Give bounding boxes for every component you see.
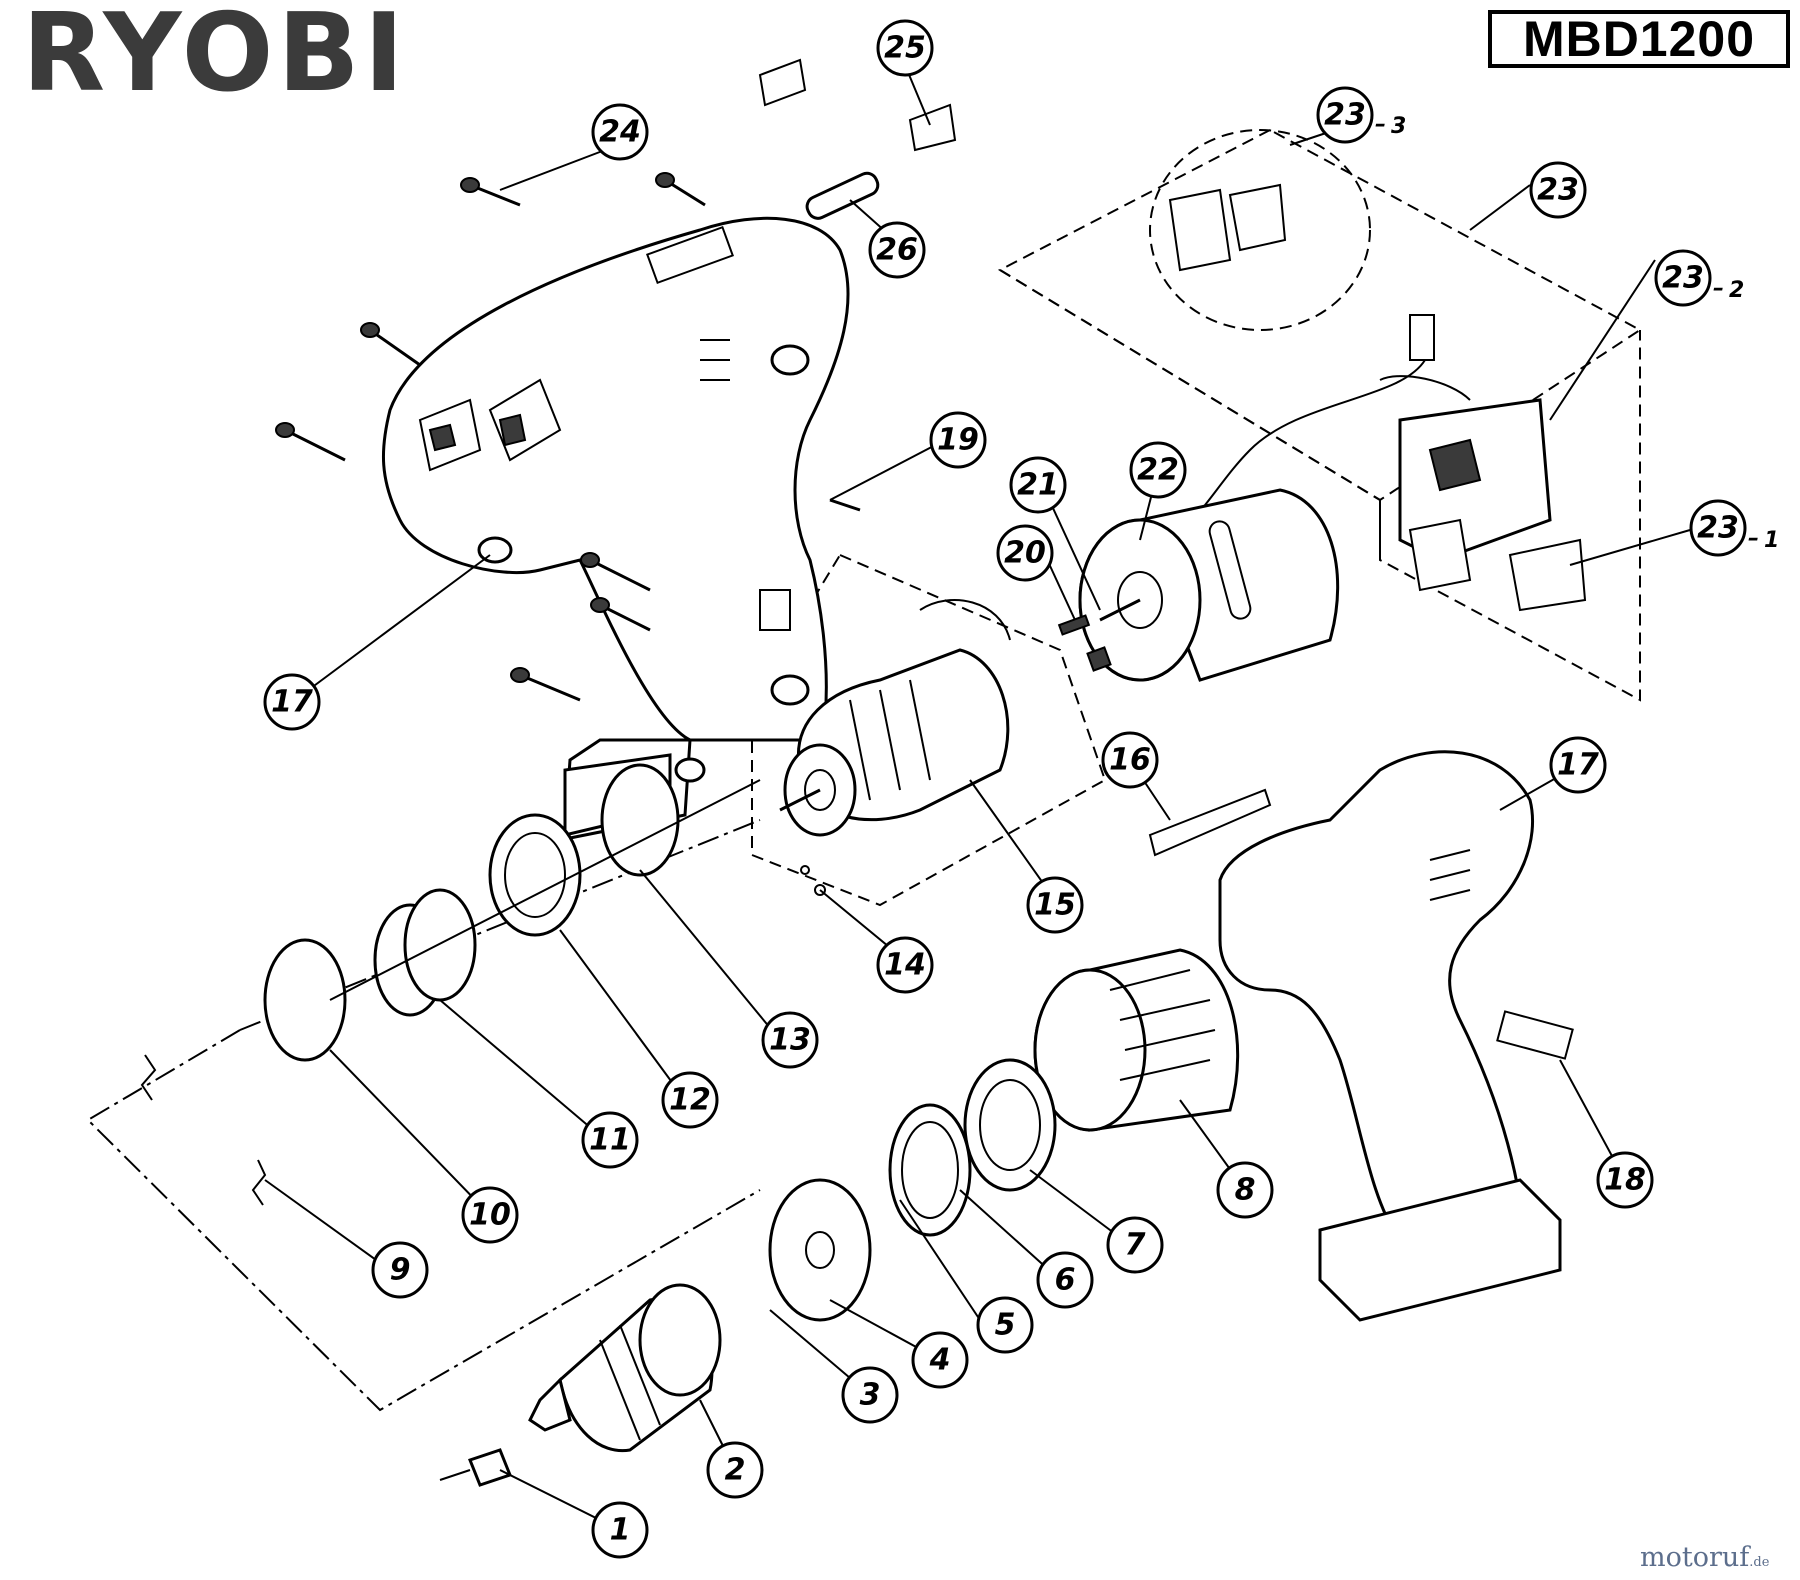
callout-10: 10 [461, 1186, 519, 1244]
watermark: motoruf.de [1640, 1542, 1769, 1573]
gear-ring-12-inner [504, 832, 566, 918]
callout-25: 25 [876, 19, 934, 77]
svg-text:20: 20 [1004, 536, 1046, 571]
callout-1: 1 [591, 1501, 649, 1559]
callouts: 1 2 3 4 5 6 7 8 9 10 11 12 13 14 15 16 1… [263, 19, 1779, 1559]
callout-22: 22 [1129, 441, 1187, 499]
callout-23-2: 23–2 [1654, 249, 1744, 307]
svg-text:19: 19 [937, 423, 979, 458]
callout-24: 24 [591, 103, 649, 161]
shift-plate [1148, 788, 1272, 857]
svg-text:26: 26 [876, 233, 918, 268]
callout-17-right: 17 [1549, 736, 1607, 794]
watermark-tld: .de [1749, 1555, 1770, 1570]
svg-text:25: 25 [884, 31, 926, 66]
axis-line [329, 779, 761, 1001]
callout-23-1: 23–1 [1689, 499, 1779, 557]
svg-text:9: 9 [390, 1253, 411, 1288]
callout-11: 11 [581, 1111, 639, 1169]
svg-text:8: 8 [1235, 1173, 1256, 1208]
svg-text:23: 23 [1662, 261, 1704, 296]
svg-text:5: 5 [995, 1308, 1016, 1343]
svg-text:18: 18 [1604, 1163, 1646, 1198]
spring-clip-top [140, 1054, 157, 1101]
callout-23-3: 23–3 [1316, 86, 1406, 144]
callout-9: 9 [371, 1241, 429, 1299]
watermark-name: motoruf [1640, 1542, 1750, 1573]
svg-text:1: 1 [610, 1513, 631, 1548]
motor-screw [1057, 614, 1091, 636]
svg-text:23: 23 [1324, 98, 1366, 133]
model-number: MBD1200 [1488, 10, 1790, 68]
svg-text:1: 1 [1764, 528, 1779, 553]
svg-text:23: 23 [1697, 511, 1739, 546]
spring-clip-bottom [251, 1159, 267, 1206]
clutch-ring-inner [901, 1121, 959, 1219]
callout-23: 23 [1529, 161, 1587, 219]
svg-text:3: 3 [860, 1378, 881, 1413]
right-housing-half [1218, 750, 1574, 1322]
spring-11b [403, 888, 477, 1002]
housing-screws [275, 172, 706, 702]
svg-text:17: 17 [271, 685, 313, 720]
callout-20: 20 [996, 524, 1054, 582]
svg-text:21: 21 [1017, 468, 1059, 503]
keyless-chuck [528, 1283, 722, 1453]
callout-18: 18 [1596, 1151, 1654, 1209]
callout-7: 7 [1106, 1216, 1164, 1274]
callout-2: 2 [706, 1441, 764, 1499]
pinion-gear [1086, 646, 1112, 672]
callout-4: 4 [911, 1331, 969, 1389]
callout-21: 21 [1009, 456, 1067, 514]
svg-text:4: 4 [929, 1343, 951, 1378]
callout-16: 16 [1101, 731, 1159, 789]
svg-text:14: 14 [884, 948, 926, 983]
svg-text:11: 11 [589, 1123, 631, 1158]
brand-logo: RYOBI [22, 0, 408, 116]
callout-6: 6 [1036, 1251, 1094, 1309]
left-housing-half [382, 216, 850, 843]
svg-text:2: 2 [725, 1453, 746, 1488]
clutch-sleeve [1033, 948, 1240, 1132]
callout-13: 13 [761, 1011, 819, 1069]
clutch-plate-hole [805, 1231, 835, 1269]
svg-text:24: 24 [599, 115, 641, 150]
svg-text:12: 12 [669, 1083, 711, 1118]
callout-17-left: 17 [263, 673, 321, 731]
svg-text:16: 16 [1109, 743, 1151, 778]
svg-text:–: – [1713, 276, 1724, 301]
svg-text:13: 13 [769, 1023, 811, 1058]
callout-19: 19 [929, 411, 987, 469]
callout-26: 26 [868, 221, 926, 279]
washer-inner [979, 1079, 1041, 1171]
terminal-clips [758, 58, 957, 220]
o-ring-13 [600, 763, 680, 877]
svg-text:3: 3 [1391, 114, 1406, 139]
svg-text:17: 17 [1557, 748, 1599, 783]
callout-3: 3 [841, 1366, 899, 1424]
svg-text:–: – [1748, 526, 1759, 551]
switch-assembly [1168, 183, 1587, 612]
svg-text:6: 6 [1055, 1263, 1076, 1298]
svg-text:15: 15 [1034, 888, 1076, 923]
chuck-axis [439, 1469, 471, 1481]
callout-15: 15 [1026, 876, 1084, 934]
gearbox [779, 599, 1011, 896]
callout-5: 5 [976, 1296, 1034, 1354]
callout-14: 14 [876, 936, 934, 994]
svg-text:7: 7 [1125, 1228, 1146, 1263]
callout-12: 12 [661, 1071, 719, 1129]
chuck-screw [468, 1448, 512, 1487]
pin [829, 498, 861, 512]
svg-text:22: 22 [1137, 453, 1179, 488]
callout-8: 8 [1216, 1161, 1274, 1219]
svg-text:23: 23 [1537, 173, 1579, 208]
ring-10 [263, 938, 347, 1062]
svg-text:10: 10 [469, 1198, 511, 1233]
svg-text:2: 2 [1729, 278, 1744, 303]
svg-text:–: – [1375, 112, 1386, 137]
motor [1078, 488, 1340, 682]
